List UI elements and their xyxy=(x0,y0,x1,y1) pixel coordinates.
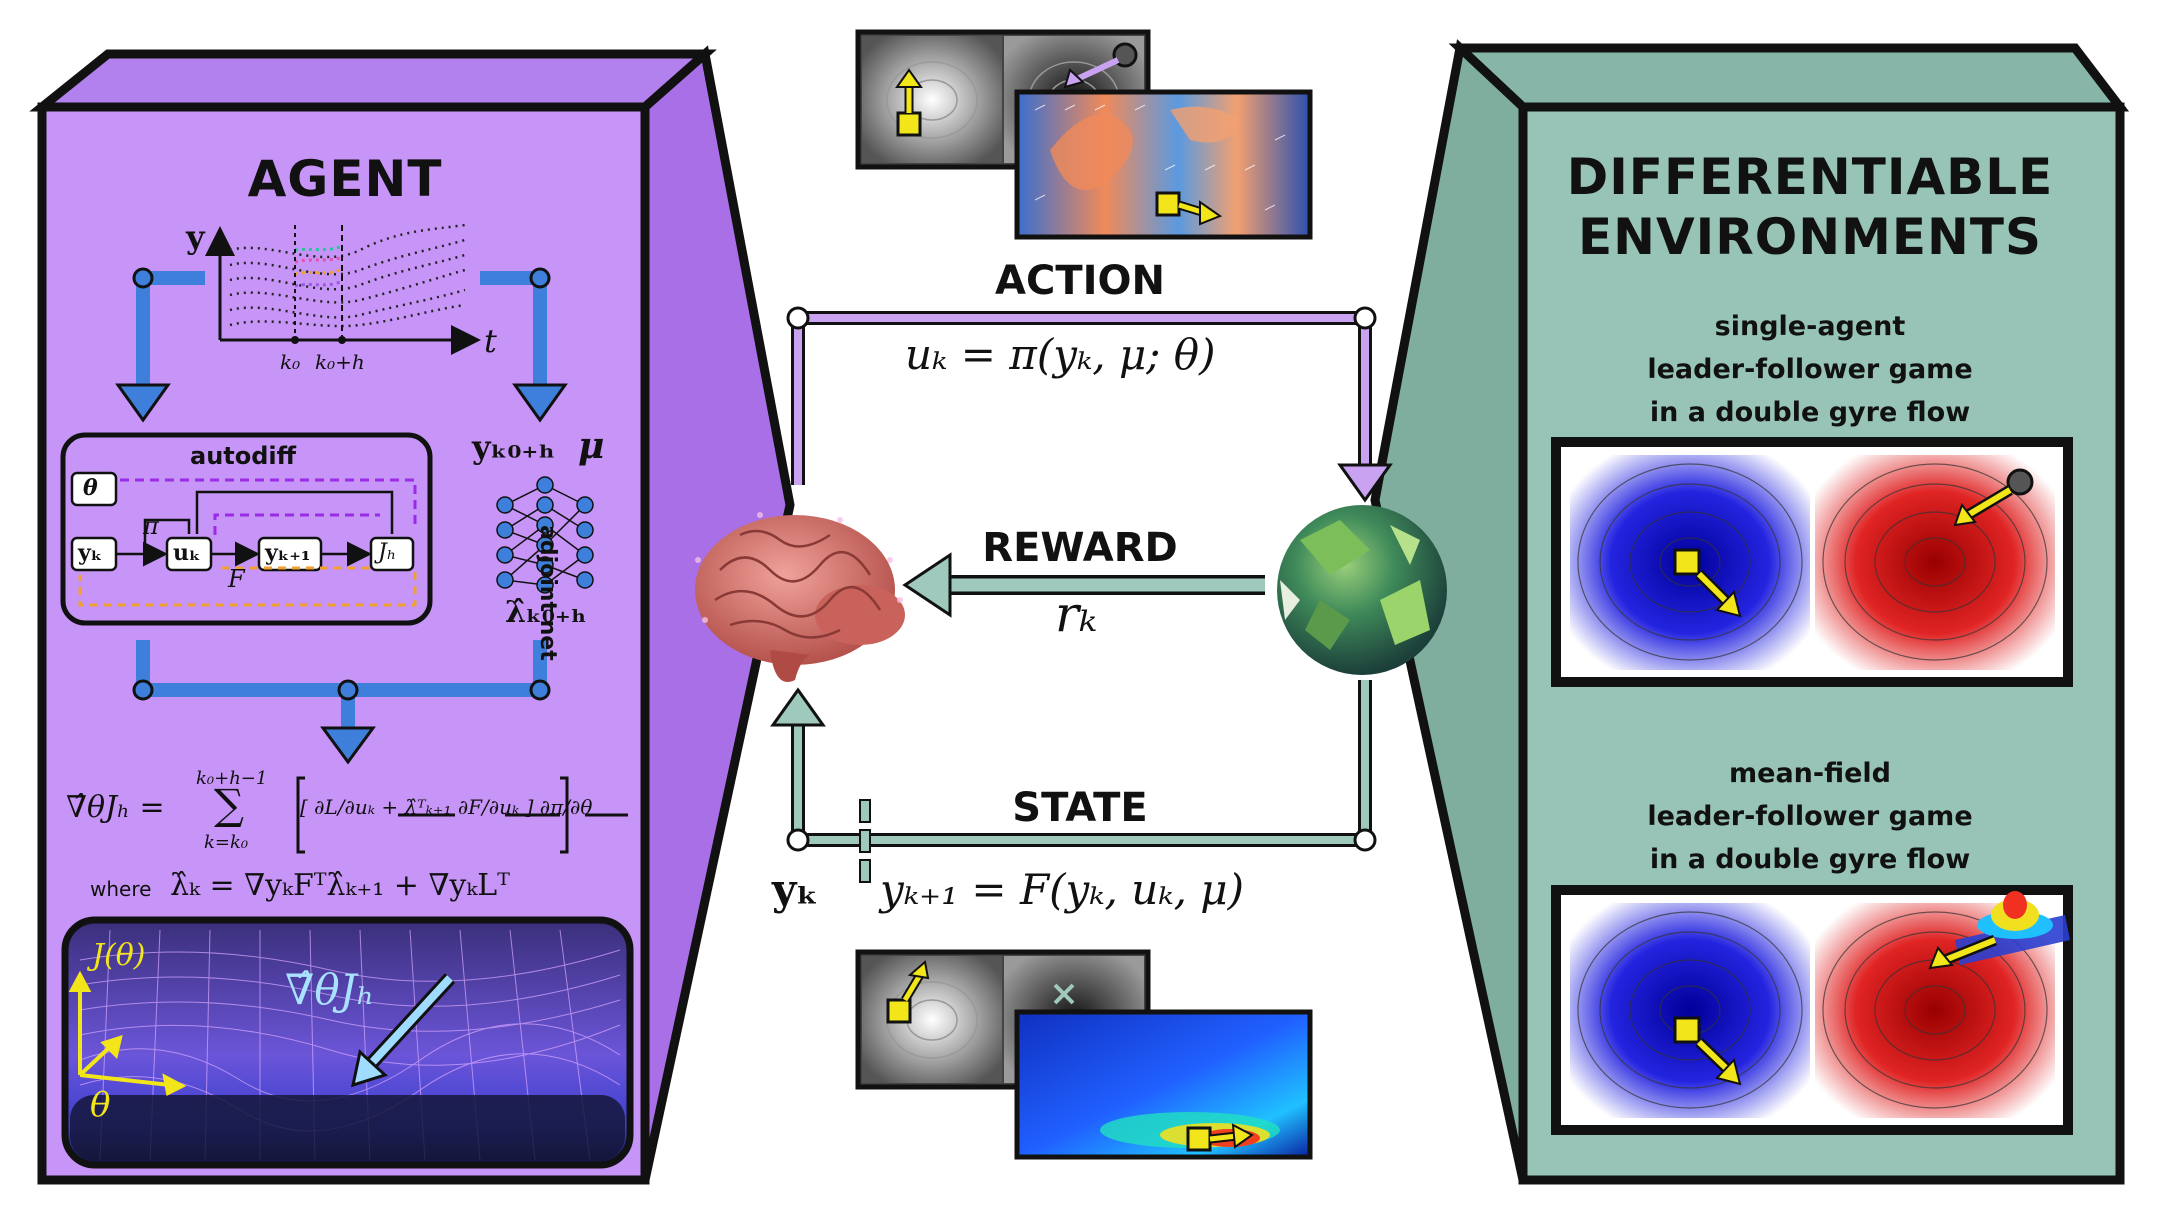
f-edge-label: F xyxy=(228,565,245,593)
tick-k0: k₀ xyxy=(280,350,301,374)
landscape-floor xyxy=(70,1095,625,1160)
highlight-curves xyxy=(294,245,341,288)
where-label: where xyxy=(90,877,152,901)
autodiff-graph xyxy=(70,471,417,607)
k0-dot xyxy=(291,336,299,344)
env-title-line2: ENVIRONMENTS xyxy=(1577,208,2043,266)
pi-edge-label: π xyxy=(143,512,159,540)
adjoint-eq: λ̂ₖ = ∇yₖFᵀλ̂ₖ₊₁ + ∇yₖLᵀ xyxy=(170,868,510,903)
single-agent-line1: single-agent xyxy=(1714,311,1906,342)
landscape-j-label: J(θ) xyxy=(92,938,146,973)
single-agent-line3: in a double gyre flow xyxy=(1649,397,1971,428)
landscape-theta-label: θ xyxy=(90,1085,111,1125)
theta-node xyxy=(70,471,118,507)
lambda-k0h-label: λ̂ₖ₀₊ₕ xyxy=(505,595,587,630)
grad-sum-top: k₀+h−1 xyxy=(196,768,268,789)
mu-label: μ xyxy=(578,425,605,467)
autodiff-box xyxy=(60,432,433,626)
env-title-line1: DIFFERENTIABLE xyxy=(1566,148,2054,206)
mean-field-line2: leader-follower game xyxy=(1647,801,1973,832)
reward-symbol: rₖ xyxy=(1055,585,1098,643)
agent-box-top xyxy=(29,49,717,112)
adjoint-net-graphic xyxy=(496,476,594,594)
left-arrowhead xyxy=(115,383,171,423)
k0h-dot xyxy=(338,336,346,344)
grad-sum-bottom: k=k₀ xyxy=(204,832,249,853)
state-yk: yₖ xyxy=(772,865,819,914)
reward-arrow xyxy=(902,552,1265,618)
bottom-arrowhead xyxy=(320,726,376,765)
gradient-eq-brackets xyxy=(296,776,628,854)
connector-dots xyxy=(132,267,551,701)
single-agent-panel xyxy=(1551,437,2073,687)
trajectory-curves xyxy=(229,223,466,328)
env-box-top xyxy=(1448,43,2130,112)
yk-node-label: yₖ xyxy=(78,540,103,566)
plot-t-label: t xyxy=(484,322,497,360)
right-arrowhead xyxy=(512,383,568,423)
trajectory-plot xyxy=(205,223,481,355)
action-thumbnails xyxy=(855,29,1313,240)
action-label: ACTION xyxy=(995,258,1165,304)
single-agent-line2: leader-follower game xyxy=(1647,354,1973,385)
earth-illustration xyxy=(1277,505,1447,675)
state-label: STATE xyxy=(1012,785,1148,831)
autodiff-label: autodiff xyxy=(190,442,297,470)
descent-arrow xyxy=(351,973,456,1088)
state-arrow xyxy=(770,680,1377,883)
state-thumbnails xyxy=(855,949,1313,1160)
plot-y-label: y xyxy=(186,218,205,256)
action-equation: uₖ = π(yₖ, μ; θ) xyxy=(905,330,1216,379)
action-arrow xyxy=(786,306,1393,503)
landscape-axes xyxy=(68,970,187,1096)
blue-arrowheads xyxy=(115,383,568,765)
loss-landscape xyxy=(61,916,634,1169)
grad-eq-lhs: ∇̂θJₕ = xyxy=(66,790,165,825)
jh-node-label: Jₕ xyxy=(378,540,397,565)
mean-field-line3: in a double gyre flow xyxy=(1649,844,1971,875)
theta-node-label: θ xyxy=(83,475,98,501)
y-k0h-label: yₖ₀₊ₕ xyxy=(472,428,555,466)
uk-node-label: uₖ xyxy=(173,540,201,566)
mean-field-line1: mean-field xyxy=(1729,758,1891,789)
yk1-node-label: yₖ₊₁ xyxy=(265,540,311,566)
reward-label: REWARD xyxy=(982,525,1178,571)
tick-k0h: k₀+h xyxy=(315,350,365,374)
grad-sum-symbol: ∑ xyxy=(214,780,244,829)
mean-field-panel xyxy=(1551,885,2073,1135)
agent-title: AGENT xyxy=(247,150,443,208)
grad-eq-body: [ ∂L/∂uₖ + λ̂ᵀₖ₊₁ ∂F/∂uₖ ] ∂π/∂θ xyxy=(300,795,593,819)
landscape-grad-label: ∇̂θJₕ xyxy=(285,965,375,1014)
adjoint-net-label: adjoint net xyxy=(535,525,560,661)
state-equation: yₖ₊₁ = F(yₖ, uₖ, μ) xyxy=(880,865,1244,914)
brain-illustration xyxy=(695,512,905,682)
